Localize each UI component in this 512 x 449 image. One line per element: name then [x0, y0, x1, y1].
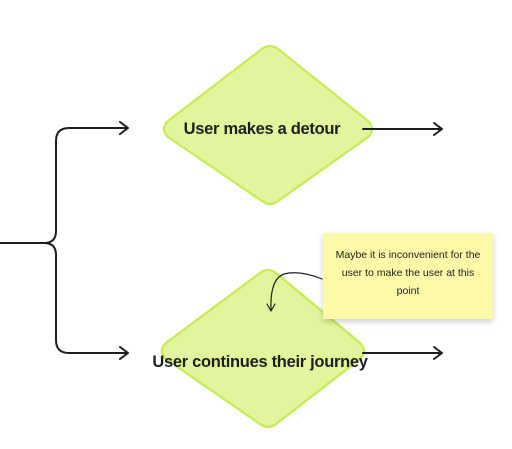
arrowhead-continues-icon — [119, 346, 129, 360]
node-label-continues: User continues their journey — [152, 353, 368, 371]
decision-diamond-detour[interactable] — [162, 44, 374, 206]
decision-diamond-continues[interactable] — [160, 268, 366, 429]
split-connector — [0, 127, 127, 244]
arrowhead-out-detour-icon — [433, 122, 443, 136]
node-label-detour: User makes a detour — [183, 119, 341, 138]
arrowhead-detour-icon — [119, 121, 129, 135]
note-pointer-arrow — [270, 272, 323, 310]
arrowhead-out-continues-icon — [433, 346, 443, 360]
sticky-note[interactable]: Maybe it is inconvenient for the user to… — [323, 233, 493, 319]
sticky-note-text: Maybe it is inconvenient for the user to… — [335, 249, 481, 297]
note-pointer-arrowhead-icon — [266, 303, 276, 312]
split-connector-lower — [43, 242, 127, 354]
